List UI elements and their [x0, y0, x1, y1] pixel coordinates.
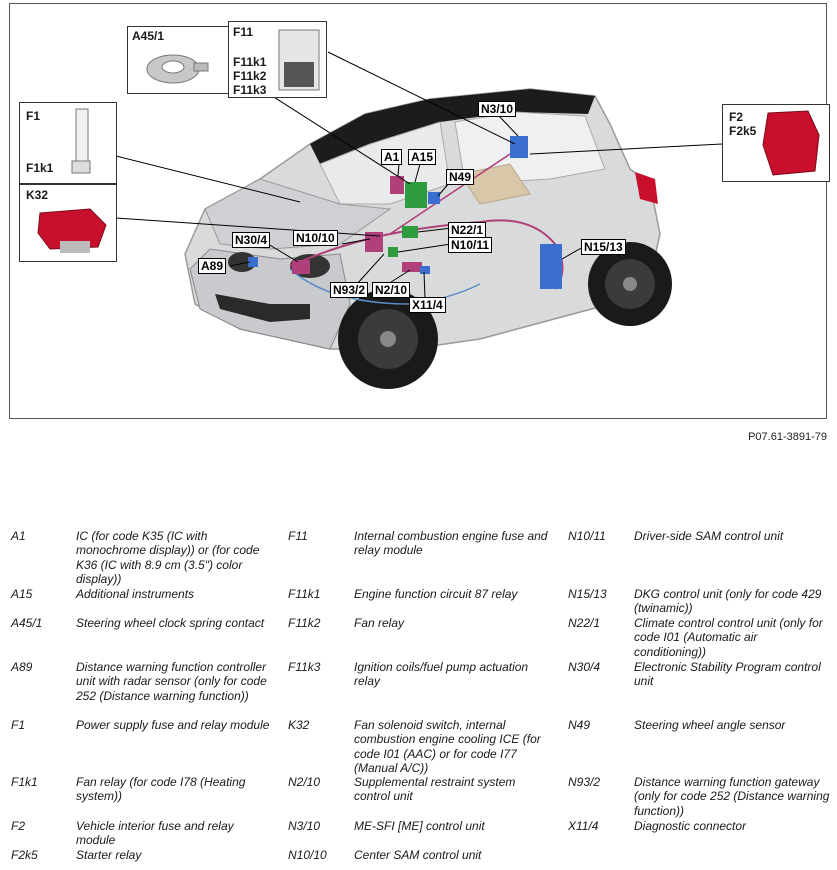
interior-fuse-module-icon — [762, 110, 820, 176]
legend-code: X11/4 — [568, 819, 599, 833]
legend-code: N30/4 — [568, 660, 601, 674]
legend-code: A15 — [11, 587, 33, 601]
component-location-figure: A45/1 F11 F11k1 F11k2 F11k3 F1 F1k1 K32 — [9, 3, 830, 419]
callout-n49: N49 — [446, 169, 475, 185]
legend-desc: Internal combustion engine fuse and rela… — [354, 529, 548, 558]
callout-n10-11: N10/11 — [448, 237, 493, 253]
legend-code: N22/1 — [568, 616, 601, 630]
legend-code: A89 — [11, 660, 33, 674]
callout-n3-10: N3/10 — [478, 101, 517, 117]
inset-f1: F1 F1k1 — [19, 102, 117, 184]
legend-code: N15/13 — [568, 587, 607, 601]
callout-f11k3: F11k3 — [233, 83, 267, 97]
callout-n30-4: N30/4 — [232, 232, 271, 248]
callout-n15-13: N15/13 — [581, 239, 626, 255]
legend-desc: Fan relay — [354, 616, 405, 630]
legend-code: N2/10 — [288, 775, 321, 789]
legend-desc: Ignition coils/fuel pump actuation relay — [354, 660, 529, 689]
callout-f2k5: F2k5 — [729, 124, 757, 138]
legend-desc: Driver-side SAM control unit — [634, 529, 784, 543]
legend-desc: DKG control unit (only for code 429 (twi… — [634, 587, 822, 616]
legend-desc: Electronic Stability Program control uni… — [634, 660, 821, 689]
callout-a45-1: A45/1 — [132, 29, 165, 43]
solenoid-switch-icon — [37, 208, 107, 253]
legend-code: F11k2 — [288, 616, 321, 630]
inset-a45-1: A45/1 — [127, 26, 229, 94]
legend-code: N93/2 — [568, 775, 601, 789]
figure-id: P07.61-3891-79 — [748, 431, 827, 443]
legend-desc: Climate control control unit (only for c… — [634, 616, 823, 659]
callout-n10-10: N10/10 — [293, 230, 338, 246]
legend-desc: Steering wheel clock spring contact — [76, 616, 265, 630]
legend-desc: Fan solenoid switch, internal combustion… — [354, 718, 541, 776]
legend-desc: Distance warning function controller uni… — [76, 660, 267, 703]
legend-code: F11 — [288, 529, 308, 543]
callout-f2: F2 — [729, 110, 744, 124]
legend-desc: Vehicle interior fuse and relay module — [76, 819, 234, 848]
legend-desc: Starter relay — [76, 848, 142, 862]
callout-f11: F11 — [233, 25, 254, 39]
legend-desc: Center SAM control unit — [354, 848, 482, 862]
legend-code: F11k3 — [288, 660, 321, 674]
legend-code: N10/11 — [568, 529, 606, 543]
callout-k32: K32 — [26, 188, 49, 202]
power-fuse-module-icon — [71, 108, 91, 174]
legend-desc: Fan relay (for code I78 (Heating system)… — [76, 775, 246, 804]
callout-a89: A89 — [198, 258, 227, 274]
inset-k32: K32 — [19, 184, 117, 262]
fuse-box-icon — [278, 29, 320, 91]
legend-desc: Distance warning function gateway (only … — [634, 775, 830, 818]
legend-code: F1 — [11, 718, 26, 732]
legend-code: A1 — [11, 529, 26, 543]
legend-desc: Diagnostic connector — [634, 819, 747, 833]
callout-f1: F1 — [26, 109, 41, 123]
callout-f11k2: F11k2 — [233, 69, 267, 83]
component-markers — [248, 136, 562, 289]
vehicle-illustration — [115, 51, 723, 389]
car-body — [184, 88, 672, 389]
legend-desc: Additional instruments — [76, 587, 195, 601]
legend-code: F2k5 — [11, 848, 38, 862]
legend-code: N49 — [568, 718, 591, 732]
legend-code: K32 — [288, 718, 310, 732]
inset-f11: F11 F11k1 F11k2 F11k3 — [228, 21, 327, 98]
legend-code: A45/1 — [11, 616, 43, 630]
callout-f11k1: F11k1 — [233, 55, 267, 69]
legend-code: F11k1 — [288, 587, 321, 601]
callout-n93-2: N93/2 — [330, 282, 369, 298]
legend-desc: ME-SFI [ME] control unit — [354, 819, 485, 833]
legend-desc: Power supply fuse and relay module — [76, 718, 270, 732]
callout-a15: A15 — [408, 149, 437, 165]
legend-desc: Supplemental restraint system control un… — [354, 775, 516, 804]
legend-desc: IC (for code K35 (IC with monochrome dis… — [76, 529, 260, 587]
inset-f2: F2 F2k5 — [722, 104, 830, 182]
legend-desc: Steering wheel angle sensor — [634, 718, 786, 732]
legend-code: F2 — [11, 819, 26, 833]
callout-a1: A1 — [381, 149, 403, 165]
legend-code: N3/10 — [288, 819, 321, 833]
legend-desc: Engine function circuit 87 relay — [354, 587, 518, 601]
callout-x11-4: X11/4 — [409, 297, 446, 313]
legend-code: F1k1 — [11, 775, 38, 789]
callout-f1k1: F1k1 — [26, 161, 54, 175]
clock-spring-icon — [146, 54, 209, 84]
callout-n2-10: N2/10 — [372, 282, 411, 298]
legend-code: N10/10 — [288, 848, 327, 862]
